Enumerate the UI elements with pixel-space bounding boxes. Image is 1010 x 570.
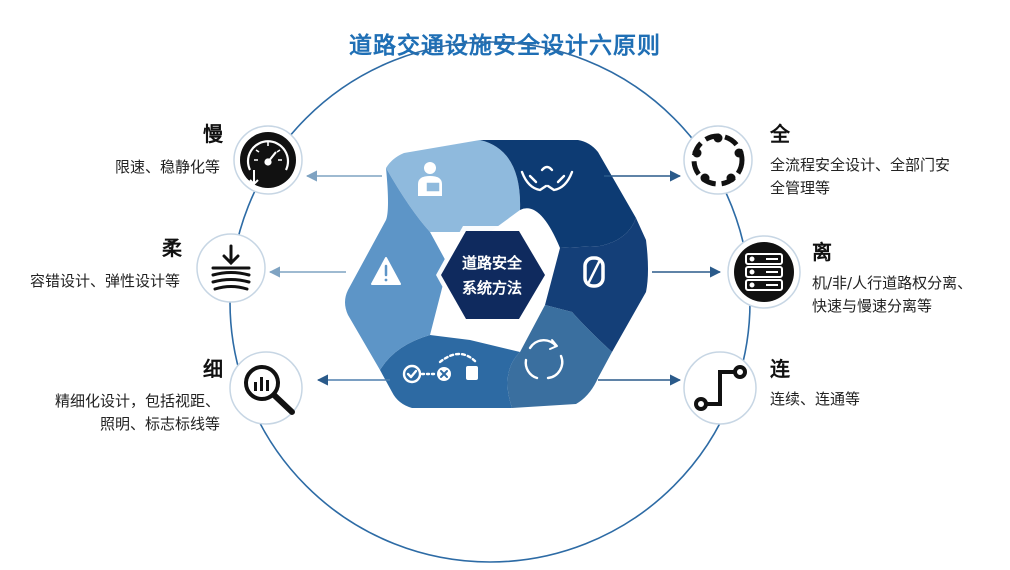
hex-segment-warning <box>345 168 448 370</box>
node-full <box>683 125 753 195</box>
speedometer-icon <box>246 140 290 186</box>
node-separate <box>727 235 801 309</box>
hex-segment-hands <box>480 140 636 248</box>
warning-icon <box>371 257 401 285</box>
principle-separate-desc: 机/非/人行道路权分离、 快速与慢速分离等 <box>812 274 973 315</box>
shield-icon <box>583 256 605 288</box>
principle-slow-label: 慢 <box>203 122 223 146</box>
principle-full-label: 全 <box>770 122 790 146</box>
hex-segment-person <box>386 140 521 232</box>
connection-path-icon <box>694 365 747 411</box>
people-circle-icon <box>691 133 745 187</box>
cycle-icon <box>524 339 564 380</box>
magnify-chart-icon <box>244 365 295 415</box>
node-soft <box>196 233 266 303</box>
principle-full-desc: 全流程安全设计、全部门安 全管理等 <box>770 156 951 197</box>
principle-connect-label: 连 <box>770 357 790 381</box>
node-slow <box>233 125 303 195</box>
process-check-icon <box>402 352 478 384</box>
center-line2: 系统方法 <box>462 279 522 297</box>
principle-soft-desc: 容错设计、弹性设计等 <box>29 272 180 290</box>
hands-icon <box>520 165 574 192</box>
hex-segment-cycle <box>507 305 612 408</box>
server-icon <box>745 253 783 291</box>
principle-fine-desc: 精细化设计，包括视距、 照明、标志标线等 <box>54 392 220 433</box>
person-icon <box>418 162 442 196</box>
layers-down-icon <box>211 244 251 291</box>
principle-separate-label: 离 <box>812 240 832 264</box>
principle-fine-label: 细 <box>203 357 223 381</box>
principle-connect-desc: 连续、连通等 <box>770 390 861 408</box>
principle-soft-label: 柔 <box>162 236 182 260</box>
page-title: 道路交通设施安全设计六原则 <box>349 33 661 59</box>
principle-slow-desc: 限速、稳静化等 <box>114 158 220 176</box>
center-line1: 道路安全 <box>462 254 523 272</box>
node-connect <box>683 351 757 425</box>
hexagon <box>345 140 648 408</box>
node-fine <box>229 351 303 425</box>
